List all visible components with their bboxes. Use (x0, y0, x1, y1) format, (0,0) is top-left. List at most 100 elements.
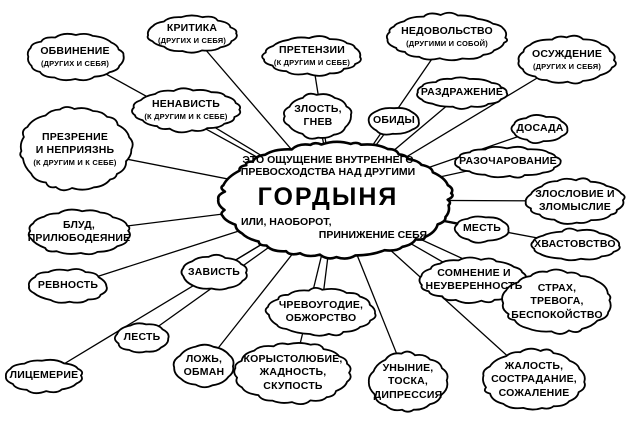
node-claims: ПРЕТЕНЗИИ(К ДРУГИМ И СЕБЕ) (264, 38, 360, 74)
node-despondency: УНЫНИЕ,ТОСКА,ДИПРЕССИЯ (370, 354, 446, 410)
node-text: ГНЕВ (303, 116, 333, 128)
cloud-anger (282, 92, 353, 140)
center-bottom-line2: ПРИНИЖЕНИЕ СЕБЯ (318, 228, 427, 241)
center-bottom-line1: ИЛИ, НАОБОРОТ, (241, 216, 332, 229)
cloud-flattery (114, 322, 170, 354)
cloud-accusation (26, 32, 125, 82)
node-text: ЗЛОСЛОВИЕ И (535, 187, 615, 200)
center-label: ЭТО ОЩУЩЕНИЕ ВНУТРЕННЕГО ПРЕВОСХОДСТВА Н… (223, 150, 433, 245)
center-cloud (216, 140, 454, 260)
node-fear: СТРАХ,ТРЕВОГА,БЕСПОКОЙСТВО (503, 272, 611, 332)
node-text: ОБИДЫ (372, 114, 416, 127)
node-text: ЖАДНОСТЬ, (259, 366, 327, 379)
node-pity: ЖАЛОСТЬ,СОСТРАДАНИЕ,СОЖАЛЕНИЕ (484, 351, 584, 409)
node-text: ЧРЕВОУГОДИЕ, (278, 298, 364, 311)
node-criticism: КРИТИКА(ДРУГИХ И СЕБЯ) (149, 17, 235, 51)
cloud-irritation (416, 76, 509, 110)
node-fornication: БЛУД,ПРИЛЮБОДЕЯНИЕ (27, 211, 131, 253)
node-text: И НЕПРИЯЗНЬ (35, 143, 115, 156)
node-envy: ЗАВИСТЬ (182, 257, 246, 289)
node-disappointment: РАЗОЧАРОВАНИЕ (456, 148, 560, 176)
cloud-jealousy (27, 268, 108, 304)
node-text: ОБМАН (183, 366, 225, 378)
node-text: РАЗОЧАРОВАНИЕ (459, 155, 557, 168)
node-text: НЕНАВИСТЬ (152, 98, 220, 111)
cloud-doubt (418, 256, 528, 304)
node-text: МЕСТЬ (462, 222, 502, 235)
cloud-envy (180, 253, 248, 291)
node-text: СКУПОСТЬ (263, 379, 323, 392)
cloud-gluttony (264, 287, 377, 337)
center-top-line2: ПРЕВОСХОДСТВА НАД ДРУГИМИ (240, 166, 416, 179)
cloud-fornication (27, 208, 131, 256)
node-subtext: (ДРУГИМИ И СОБОЙ) (406, 39, 488, 49)
cloud-fear (501, 268, 612, 335)
node-text: ТОСКА, (387, 375, 428, 388)
node-text: РАЗДРАЖЕНИЕ (420, 86, 504, 99)
center-top-line1: ЭТО ОЩУЩЕНИЕ ВНУТРЕННЕГО (242, 153, 414, 166)
node-text: ХВАСТОВСТВО (534, 238, 616, 251)
node-text: ПРЕЗРЕНИЕ (41, 130, 109, 143)
cloud-claims (261, 35, 362, 77)
cloud-criticism (146, 14, 238, 54)
cloud-hatred (131, 87, 242, 134)
node-text: СОМНЕНИЕ И (437, 266, 511, 279)
cloud-boasting (530, 227, 621, 262)
cloud-revenge (453, 215, 510, 244)
node-text: ОБВИНЕНИЕ (40, 45, 110, 58)
node-text: СОЖАЛЕНИЕ (498, 386, 570, 399)
node-text: КОРЫСТОЛЮБИЕ, (243, 353, 343, 366)
cloud-vexation (510, 114, 569, 145)
node-anger: ЗЛОСТЬ,ГНЕВ (285, 95, 351, 137)
cloud-hypocrisy (4, 358, 84, 395)
node-text: СТРАХ, (537, 282, 577, 295)
node-text: КРИТИКА (166, 22, 218, 35)
cloud-condemnation (517, 34, 617, 85)
node-text: УНЫНИЕ, (382, 362, 434, 375)
cloud-disappointment (454, 145, 562, 179)
node-subtext: (К ДРУГИМ И СЕБЕ) (273, 58, 351, 68)
node-text: БЕСПОКОЙСТВО (511, 308, 603, 321)
node-text: ПРЕТЕНЗИИ (278, 44, 346, 57)
node-revenge: МЕСТЬ (455, 217, 509, 241)
cloud-discontent (385, 11, 508, 62)
node-text: ПРИЛЮБОДЕЯНИЕ (27, 232, 131, 244)
cloud-lies (172, 343, 235, 389)
node-text: БЛУД, (62, 218, 96, 231)
node-subtext: (ДРУГИХ И СЕБЯ) (157, 36, 227, 46)
node-boasting: ХВАСТОВСТВО (532, 231, 618, 259)
cloud-shapes (4, 11, 626, 413)
node-text: ДОСАДА (516, 122, 564, 135)
node-jealousy: РЕВНОСТЬ (30, 270, 106, 302)
node-text: ДИПРЕССИЯ (373, 388, 443, 401)
cloud-greed (233, 342, 352, 406)
node-subtext: (ДРУГИХ И СЕБЯ) (532, 62, 602, 72)
node-condemnation: ОСУЖДЕНИЕ(ДРУГИХ И СЕБЯ) (519, 38, 615, 82)
node-discontent: НЕДОВОЛЬСТВО(ДРУГИМИ И СОБОЙ) (388, 15, 506, 59)
node-subtext: (ДРУГИХ И СЕБЯ) (40, 59, 110, 69)
node-text: НЕУВЕРЕННОСТЬ (425, 280, 523, 292)
node-vexation: ДОСАДА (512, 117, 568, 141)
cloud-despondency (367, 350, 449, 413)
node-text: ЗАВИСТЬ (188, 266, 240, 279)
node-text: ЗЛОМЫСЛИЕ (539, 201, 611, 213)
node-text: РЕВНОСТЬ (37, 279, 99, 292)
cloud-pity (482, 347, 586, 411)
node-text: ЛИЦЕМЕРИЕ (9, 369, 79, 382)
node-subtext: (К ДРУГИМ И К СЕБЕ) (144, 112, 228, 122)
node-hatred: НЕНАВИСТЬ(К ДРУГИМ И К СЕБЕ) (134, 90, 238, 130)
node-irritation: РАЗДРАЖЕНИЕ (418, 79, 506, 107)
cloud-contempt (19, 106, 134, 192)
node-subtext: (К ДРУГИМ И К СЕБЕ) (33, 157, 117, 167)
center-title: ГОРДЫНЯ (257, 182, 399, 211)
node-text: ЛОЖЬ, (185, 352, 223, 365)
cloud-malice (524, 177, 626, 225)
node-hypocrisy: ЛИЦЕМЕРИЕ (6, 361, 82, 391)
node-text: НЕДОВОЛЬСТВО (401, 25, 493, 38)
cloud-resentment (367, 107, 420, 136)
node-lies: ЛОЖЬ,ОБМАН (175, 346, 233, 386)
